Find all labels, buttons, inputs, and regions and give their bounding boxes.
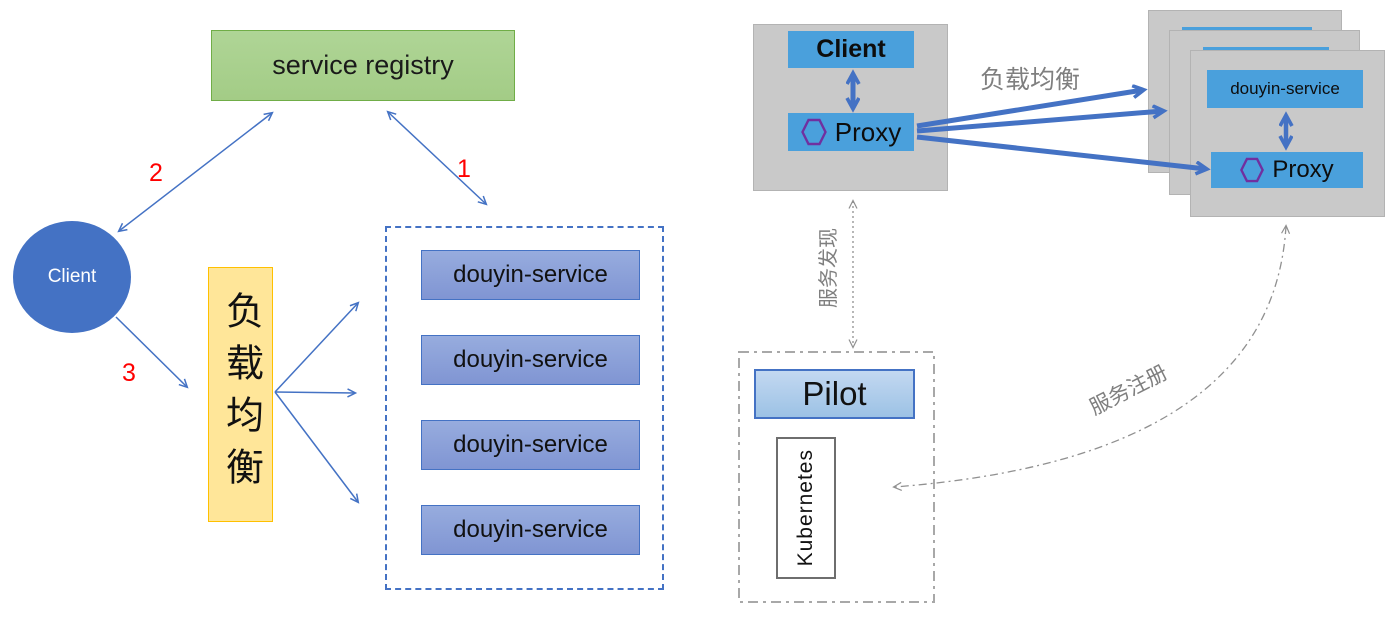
client-proxy-label: Proxy bbox=[834, 116, 902, 147]
client-circle: Client bbox=[13, 221, 131, 333]
client-box: Client bbox=[788, 31, 914, 68]
step-label-2: 2 bbox=[149, 159, 163, 187]
arrow-client-registry bbox=[117, 111, 274, 233]
fan-arrow-3 bbox=[274, 391, 360, 504]
pod-service-box: douyin-service bbox=[1207, 70, 1363, 108]
step-label-1: 1 bbox=[457, 155, 471, 183]
hidden-service-strip bbox=[1182, 27, 1312, 31]
pilot-label: Pilot bbox=[802, 375, 867, 412]
douyin-service-label: douyin-service bbox=[453, 516, 608, 543]
load-balance-label: 负载均衡 bbox=[980, 66, 1081, 94]
kubernetes-box: Kubernetes bbox=[776, 437, 836, 579]
client-label: Client bbox=[47, 266, 97, 287]
douyin-service-label: douyin-service bbox=[453, 346, 608, 373]
service-registry-box: service registry bbox=[211, 30, 515, 101]
load-balancer-label: 负载均衡 bbox=[219, 290, 262, 499]
pod-proxy-box: Proxy bbox=[1211, 152, 1363, 188]
hidden-service-strip bbox=[1203, 47, 1329, 51]
douyin-service-box: douyin-service bbox=[421, 505, 640, 555]
douyin-service-label: douyin-service bbox=[453, 431, 608, 458]
pod-proxy-label: Proxy bbox=[1272, 156, 1334, 183]
pilot-box: Pilot bbox=[754, 369, 915, 419]
douyin-service-box: douyin-service bbox=[421, 335, 640, 385]
fan-arrow-2 bbox=[274, 388, 358, 398]
hexagon-icon bbox=[800, 118, 827, 146]
kubernetes-label: Kubernetes bbox=[794, 449, 817, 567]
client-box-label: Client bbox=[816, 35, 886, 63]
service-register-arrow bbox=[892, 224, 1291, 491]
load-balancer-box: 负载均衡 bbox=[208, 267, 273, 522]
step-label-3: 3 bbox=[122, 359, 136, 387]
service-registry-label: service registry bbox=[272, 50, 454, 80]
douyin-service-box: douyin-service bbox=[421, 420, 640, 470]
douyin-service-box: douyin-service bbox=[421, 250, 640, 300]
fan-arrow-1 bbox=[274, 301, 360, 393]
service-group-container bbox=[385, 226, 664, 590]
lb-arrow-2 bbox=[916, 111, 1163, 134]
service-discovery-label: 服务发现 bbox=[817, 228, 840, 308]
client-proxy-box: Proxy bbox=[788, 113, 914, 151]
douyin-service-label: douyin-service bbox=[453, 261, 608, 288]
hexagon-icon bbox=[1240, 157, 1265, 183]
pod-service-label: douyin-service bbox=[1230, 79, 1340, 98]
service-register-label: 服务注册 bbox=[1086, 361, 1172, 420]
